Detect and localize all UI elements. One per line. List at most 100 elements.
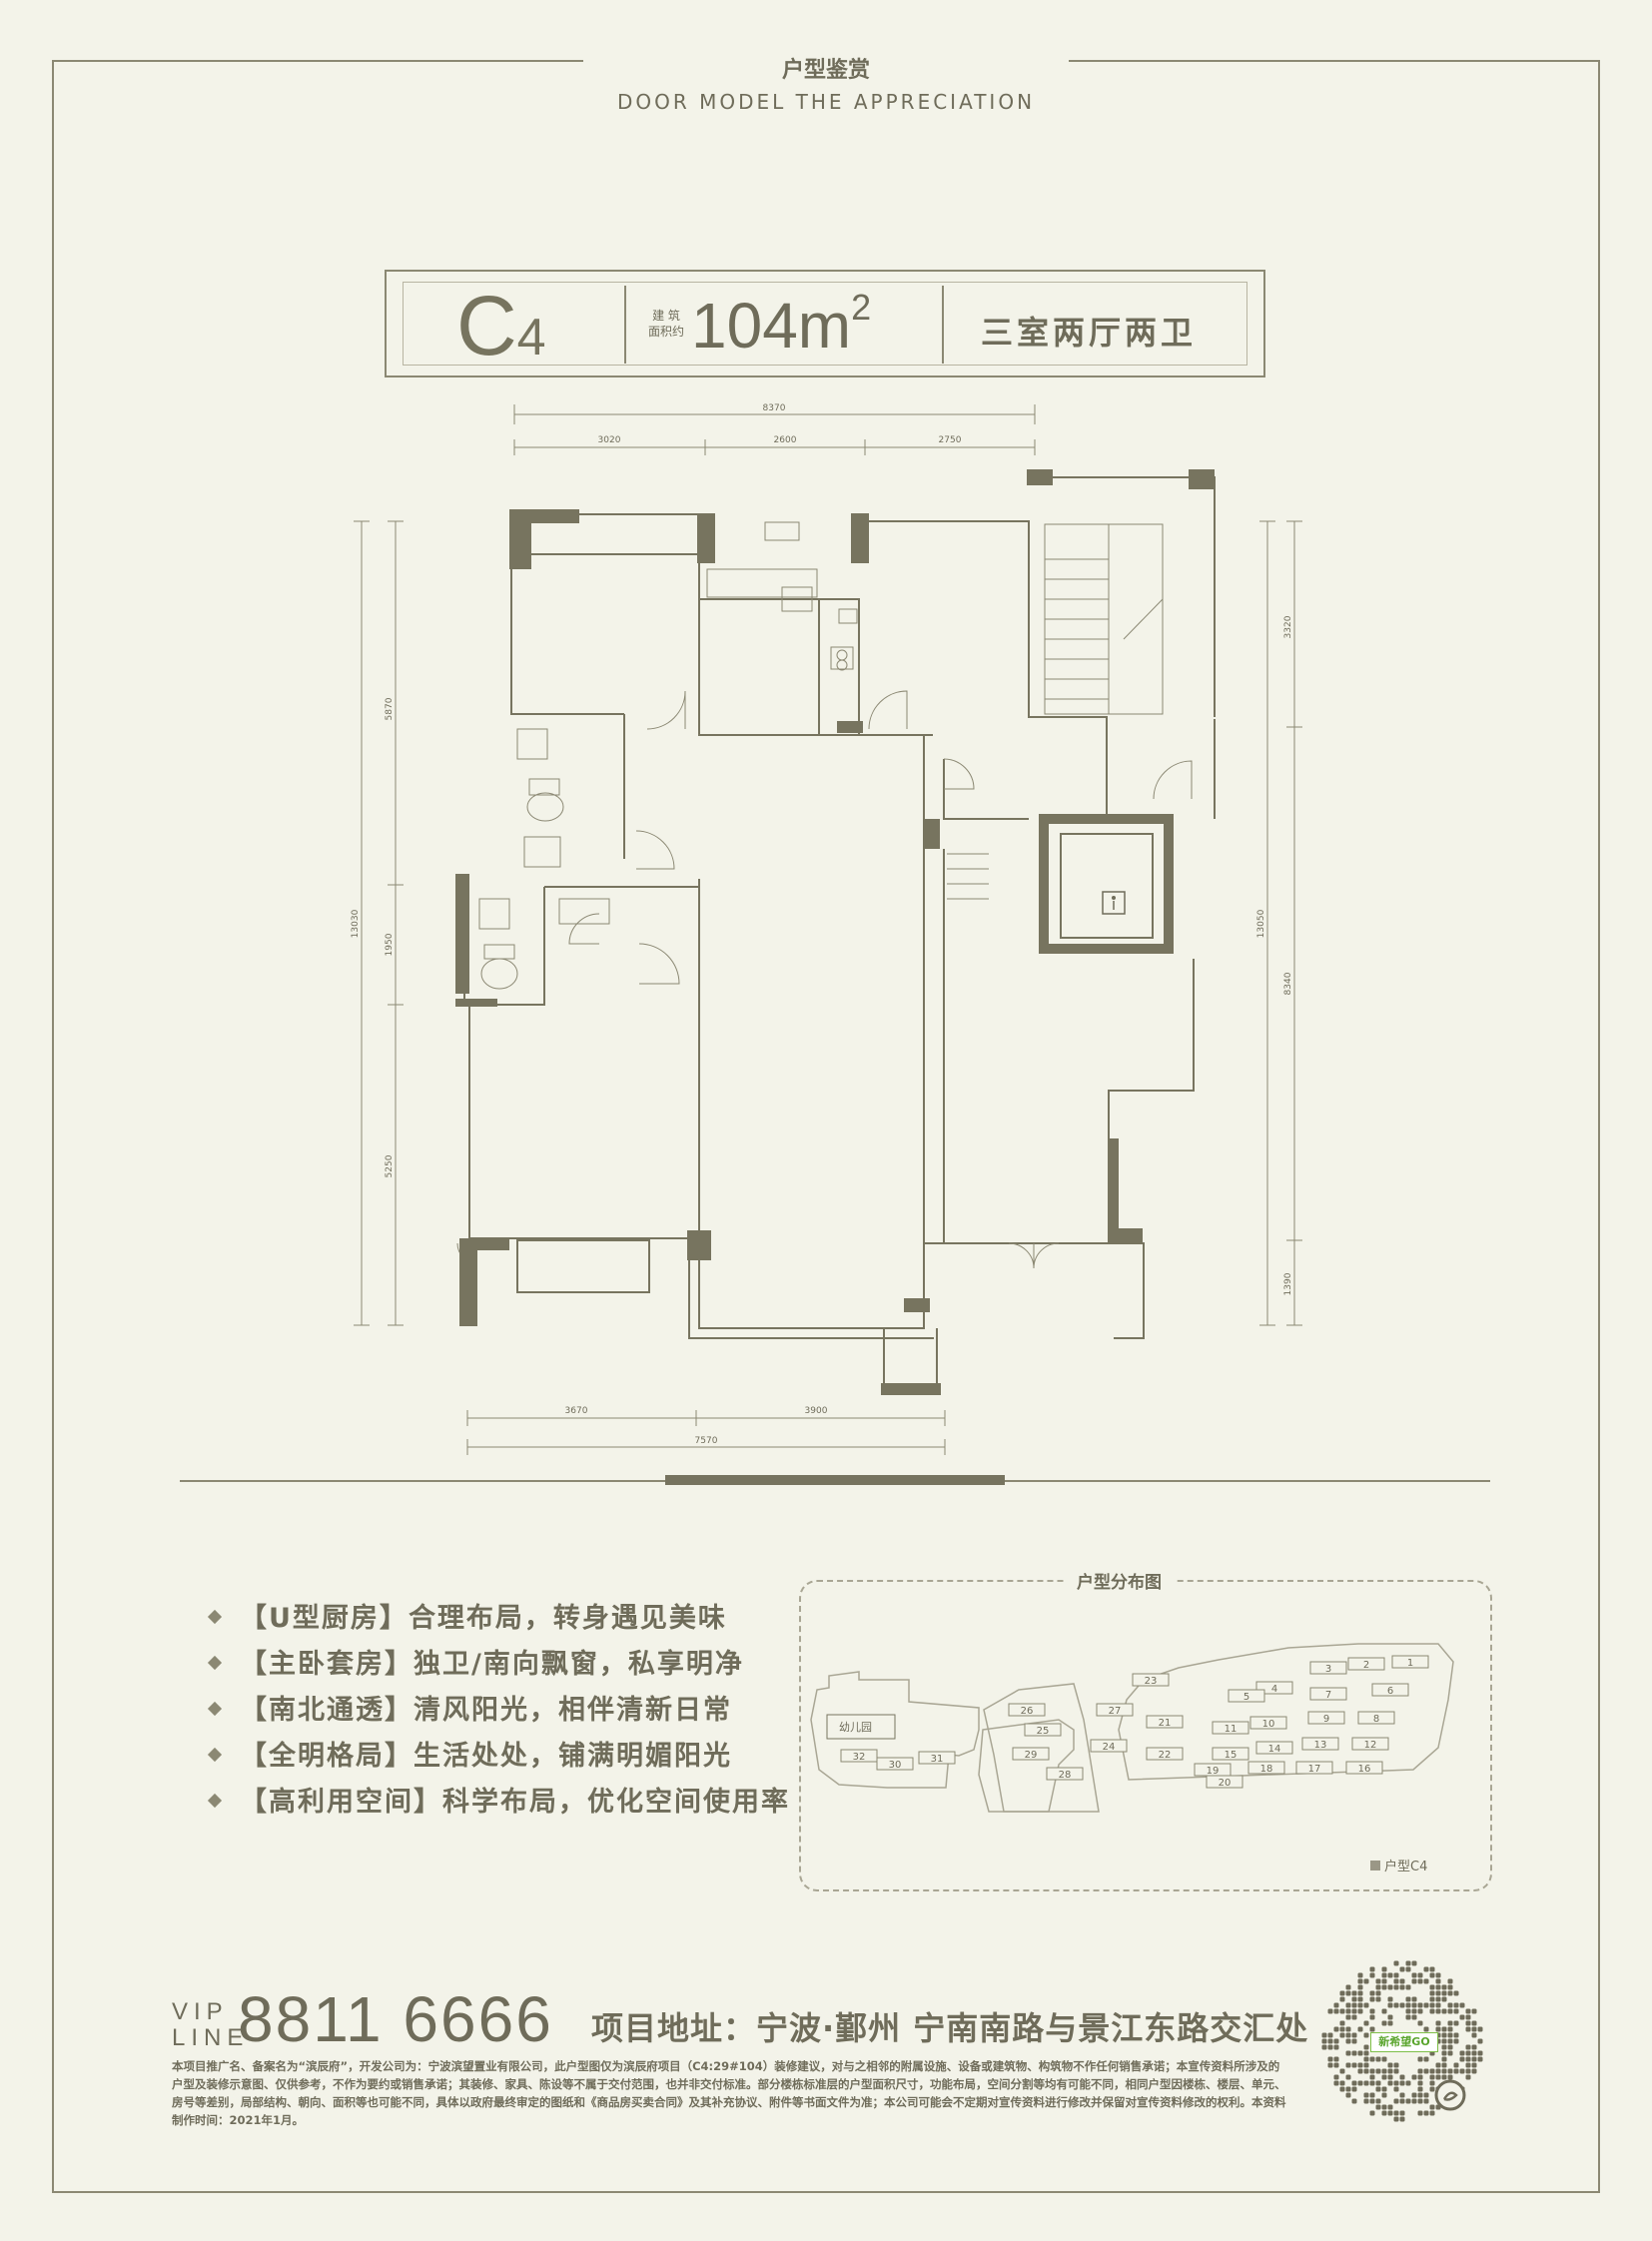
feature-text: 科学布局，优化空间使用率 — [442, 1787, 790, 1818]
qr-dot — [1339, 1990, 1345, 1996]
site-building — [1347, 1657, 1385, 1671]
qr-dot — [1381, 2008, 1387, 2014]
site-building-label: 15 — [1225, 1750, 1238, 1761]
qr-dot — [1453, 2068, 1459, 2074]
site-building-label: 10 — [1262, 1719, 1275, 1730]
qr-dot — [1447, 2044, 1453, 2050]
diamond-bullet-icon — [207, 1747, 223, 1762]
site-building-label: 2 — [1363, 1660, 1369, 1671]
qr-dot — [1411, 1978, 1417, 1984]
qr-dot — [1375, 2098, 1381, 2104]
feature-item: 【南北通透】清风阳光，相伴清新日常 — [207, 1688, 790, 1734]
site-building — [1024, 1723, 1062, 1737]
qr-dot — [1405, 2014, 1411, 2020]
qr-dot — [1465, 2068, 1471, 2074]
qr-dot — [1363, 2032, 1369, 2038]
qr-dot — [1399, 2080, 1405, 2086]
dim-right-1: 3320 — [1283, 615, 1293, 638]
qr-dot — [1369, 2080, 1375, 2086]
qr-dot — [1429, 1990, 1435, 1996]
qr-dot — [1345, 2074, 1351, 2080]
floor-plan: 8370 3020 2600 2750 3670 3900 7570 13030… — [351, 403, 1302, 1455]
qr-dot — [1411, 2092, 1417, 2098]
site-building-label: 22 — [1159, 1750, 1172, 1761]
qr-dot — [1345, 2014, 1351, 2020]
kitchen-fixtures — [706, 521, 858, 671]
qr-dot — [1447, 2026, 1453, 2032]
qr-dot — [1393, 2086, 1399, 2092]
qr-dot — [1423, 1978, 1429, 1984]
qr-dot — [1453, 2032, 1459, 2038]
qr-dot — [1381, 2074, 1387, 2080]
qr-dot — [1363, 1978, 1369, 1984]
site-building-label: 26 — [1021, 1706, 1034, 1717]
legend-label: 户型C4 — [1384, 1860, 1428, 1874]
qr-dot — [1477, 2026, 1483, 2032]
qr-dot — [1447, 2008, 1453, 2014]
qr-dot — [1393, 2068, 1399, 2074]
site-building — [1046, 1767, 1084, 1781]
qr-dot — [1369, 2068, 1375, 2074]
qr-dot — [1435, 2074, 1441, 2080]
qr-dot — [1381, 1978, 1387, 1984]
qr-dot — [1351, 2002, 1357, 2008]
qr-dot — [1375, 1996, 1381, 2002]
header-title-cn: 户型鉴赏 — [781, 58, 870, 83]
dimension-labels: 8370 3020 2600 2750 3670 3900 7570 13030… — [351, 403, 1293, 1446]
feature-item: 【高利用空间】科学布局，优化空间使用率 — [207, 1780, 790, 1826]
qr-dot — [1351, 1990, 1357, 1996]
qr-dot — [1471, 2008, 1477, 2014]
qr-dot — [1345, 2086, 1351, 2092]
qr-dot — [1447, 1984, 1453, 1990]
qr-dot — [1393, 2062, 1399, 2068]
area-label: 建 筑面积约 — [648, 308, 684, 340]
qr-dot — [1447, 2020, 1453, 2026]
qr-dot — [1399, 2002, 1405, 2008]
qr-dot — [1423, 2056, 1429, 2062]
qr-code[interactable] — [1318, 1957, 1488, 2127]
qr-dot — [1321, 2038, 1327, 2044]
qr-dot — [1465, 2062, 1471, 2068]
qr-dot — [1459, 2002, 1465, 2008]
qr-dot — [1423, 2098, 1429, 2104]
qr-dot — [1417, 1972, 1423, 1978]
site-building — [1371, 1683, 1409, 1697]
qr-dot — [1387, 2020, 1393, 2026]
qr-dot — [1339, 2080, 1345, 2086]
site-building — [1309, 1687, 1347, 1701]
qr-dot — [1417, 2002, 1423, 2008]
frame-left — [52, 60, 54, 2193]
unit-title-box: C4 建 筑面积约 104m2 三室两厅两卫 — [385, 270, 1265, 377]
qr-dot — [1441, 2062, 1447, 2068]
site-building — [1096, 1703, 1134, 1717]
kindergarten-label: 幼儿园 — [839, 1721, 872, 1734]
site-map-zones — [810, 1643, 1454, 1813]
qr-dot — [1339, 2026, 1345, 2032]
qr-dot — [1369, 1996, 1375, 2002]
site-building-label: 14 — [1268, 1744, 1281, 1755]
qr-dot — [1447, 1990, 1453, 1996]
site-building — [1255, 1681, 1293, 1695]
site-building — [1309, 1661, 1347, 1675]
qr-dot — [1417, 2092, 1423, 2098]
qr-dot — [1357, 2062, 1363, 2068]
qr-dot — [1387, 2104, 1393, 2110]
qr-dot — [1405, 2002, 1411, 2008]
door-swings — [456, 690, 1193, 1269]
qr-dot — [1327, 2038, 1333, 2044]
qr-dot — [1435, 1972, 1441, 1978]
qr-dot — [1399, 1966, 1405, 1972]
qr-dot — [1327, 2032, 1333, 2038]
qr-dot — [1339, 2008, 1345, 2014]
qr-dot — [1333, 2044, 1339, 2050]
qr-dot — [1363, 2068, 1369, 2074]
qr-dot — [1393, 1960, 1399, 1966]
site-building-label: 24 — [1103, 1742, 1116, 1753]
site-building — [840, 1749, 878, 1763]
qr-dot — [1441, 2038, 1447, 2044]
qr-dot — [1393, 2080, 1399, 2086]
qr-dot — [1369, 2008, 1375, 2014]
hotline-number[interactable]: 8811 6666 — [238, 1983, 553, 2055]
qr-brand-label: 新希望GO — [1370, 2032, 1438, 2052]
site-building — [1146, 1747, 1184, 1761]
